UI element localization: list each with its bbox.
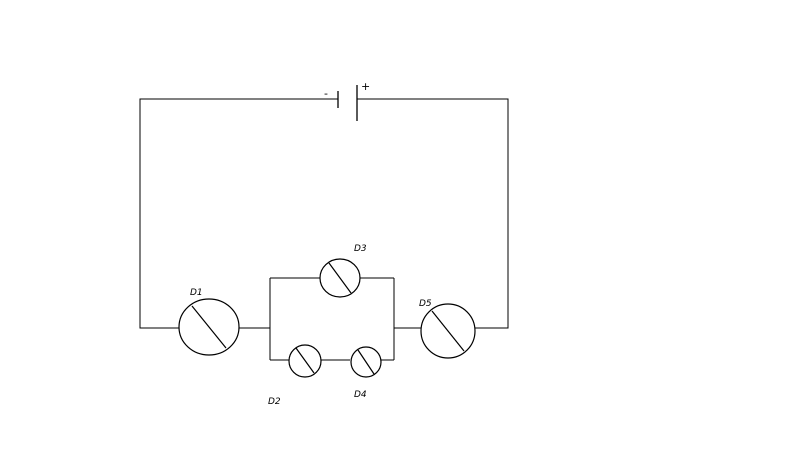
battery-positive-sign: + — [361, 80, 370, 93]
bulb-d5-label: D5 — [419, 299, 432, 309]
bulb-d5: D5 — [419, 299, 476, 359]
bulb-d2-filament — [295, 347, 315, 374]
bulb-d5-filament — [431, 310, 465, 352]
bulb-d2-label: D2 — [268, 397, 281, 407]
bulb-d1-label: D1 — [190, 288, 203, 298]
bulb-d4-filament — [357, 349, 375, 375]
wire-top-left — [139, 98, 338, 329]
bulb-d1: D1 — [178, 288, 240, 356]
bulb-d3-filament — [328, 262, 352, 294]
bulb-d3: D3 — [319, 244, 367, 298]
bulb-d1-filament — [191, 305, 227, 349]
bulb-d3-label: D3 — [354, 244, 367, 254]
battery-negative-sign: - — [324, 87, 328, 100]
bulb-d2: D2 — [268, 344, 322, 407]
battery-symbol: - + — [324, 80, 370, 121]
bulb-d4: D4 — [350, 346, 382, 400]
wire-top-right — [357, 98, 509, 329]
bulb-d4-label: D4 — [354, 390, 367, 400]
